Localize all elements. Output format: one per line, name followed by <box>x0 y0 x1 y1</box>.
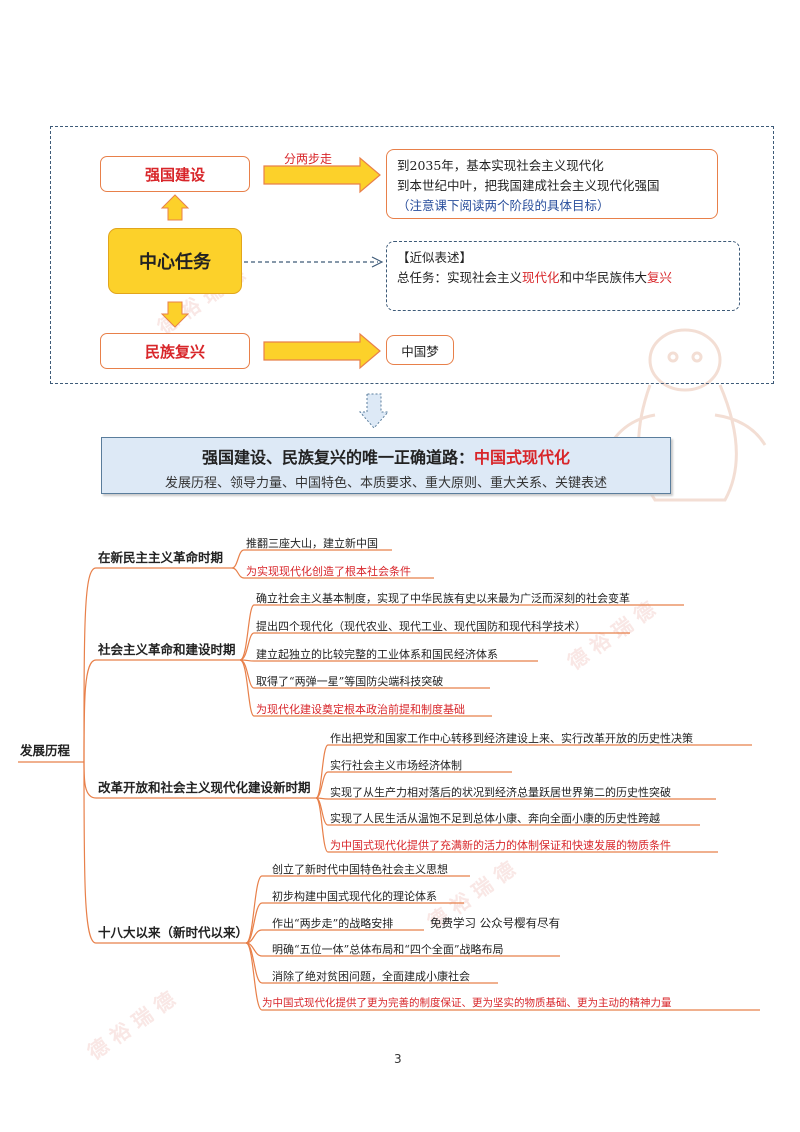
similar-middle: 和中华民族伟大 <box>559 270 648 285</box>
leaf-item: 作出“两步走”的战略安排 <box>272 917 394 930</box>
leaf-item: 实现了从生产力相对落后的状况到经济总量跃居世界第二的历史性突破 <box>330 786 671 799</box>
banner-subtitle: 发展历程、领导力量、中国特色、本质要求、重大原则、重大关系、关键表述 <box>164 476 607 491</box>
branch-socialist-revolution: 社会主义革命和建设时期 <box>98 642 236 657</box>
leaf-item: 实现了人民生活从温饱不足到总体小康、奔向全面小康的历史性跨越 <box>330 812 660 825</box>
label-two-steps: 分两步走 <box>284 152 333 166</box>
china-dream-box: 中国梦 <box>386 335 454 365</box>
leaf-item-highlight: 为现代化建设奠定根本政治前提和制度基础 <box>256 703 465 716</box>
similar-prefix: 总任务：实现社会主义 <box>397 270 523 285</box>
steps-line-2: 到本世纪中叶，把我国建成社会主义现代化强国 <box>397 178 660 193</box>
similar-text: 总任务：实现社会主义现代化和中华民族伟大复兴 <box>397 268 729 288</box>
node-qiangguo: 强国建设 <box>100 156 250 192</box>
leaf-item: 创立了新时代中国特色社会主义思想 <box>272 863 448 876</box>
leaf-item-highlight: 为中国式现代化提供了更为完善的制度保证、更为坚实的物质基础、更为主动的精神力量 <box>262 997 672 1009</box>
leaf-item: 消除了绝对贫困问题，全面建成小康社会 <box>272 970 470 983</box>
arrow-two-steps-icon <box>263 156 381 194</box>
dashed-arrow-icon <box>371 256 384 268</box>
branch-new-democratic: 在新民主主义革命时期 <box>98 550 224 565</box>
leaf-item: 初步构建中国式现代化的理论体系 <box>272 890 437 903</box>
leaf-item: 取得了“两弹一星”等国防尖端科技突破 <box>256 675 444 688</box>
node-minzu: 民族复兴 <box>100 333 250 369</box>
aside-note: 免费学习 公众号樱有尽有 <box>430 916 561 930</box>
steps-line-1: 到2035年，基本实现社会主义现代化 <box>397 158 604 173</box>
node-center-task: 中心任务 <box>108 228 242 294</box>
top-diagram-frame <box>50 126 774 384</box>
leaf-item-highlight: 为实现现代化创造了根本社会条件 <box>246 565 411 578</box>
leaf-item: 推翻三座大山，建立新中国 <box>246 537 378 550</box>
mindmap-root: 发展历程 <box>20 743 71 758</box>
banner-title-prefix: 强国建设、民族复兴的唯一正确道路： <box>201 448 474 467</box>
similar-highlight-modernization: 现代化 <box>522 270 560 285</box>
steps-line-3: （注意课下阅读两个阶段的具体目标） <box>397 198 610 213</box>
similar-highlight-rejuvenation: 复兴 <box>647 270 673 285</box>
arrow-dream-icon <box>263 332 381 370</box>
arrow-down-icon <box>160 301 190 328</box>
leaf-item: 建立起独立的比较完整的工业体系和国民经济体系 <box>256 648 498 661</box>
similar-title: 【近似表述】 <box>397 250 473 265</box>
banner: 强国建设、民族复兴的唯一正确道路：中国式现代化 发展历程、领导力量、中国特色、本… <box>101 437 671 494</box>
steps-box: 到2035年，基本实现社会主义现代化 到本世纪中叶，把我国建成社会主义现代化强国… <box>386 149 718 219</box>
similar-expression-box: 【近似表述】 总任务：实现社会主义现代化和中华民族伟大复兴 <box>386 241 740 311</box>
banner-title-highlight: 中国式现代化 <box>474 448 571 467</box>
leaf-item: 提出四个现代化（现代农业、现代工业、现代国防和现代科学技术） <box>256 620 586 633</box>
leaf-item: 实行社会主义市场经济体制 <box>330 759 462 772</box>
page-number: 3 <box>394 1052 402 1066</box>
branch-reform-opening: 改革开放和社会主义现代化建设新时期 <box>98 780 311 795</box>
leaf-item-highlight: 为中国式现代化提供了充满新的活力的体制保证和快速发展的物质条件 <box>330 839 671 852</box>
arrow-up-icon <box>160 194 190 221</box>
leaf-item: 确立社会主义基本制度，实现了中华民族有史以来最为广泛而深刻的社会变革 <box>256 592 630 605</box>
leaf-item: 作出把党和国家工作中心转移到经济建设上来、实行改革开放的历史性决策 <box>330 732 693 745</box>
banner-title: 强国建设、民族复兴的唯一正确道路：中国式现代化 <box>102 444 670 468</box>
arrow-down-banner-icon <box>358 393 390 429</box>
branch-new-era: 十八大以来（新时代以来） <box>98 925 249 940</box>
diagram-connectors <box>160 156 390 429</box>
leaf-item: 明确“五位一体”总体布局和“四个全面”战略布局 <box>272 943 504 956</box>
